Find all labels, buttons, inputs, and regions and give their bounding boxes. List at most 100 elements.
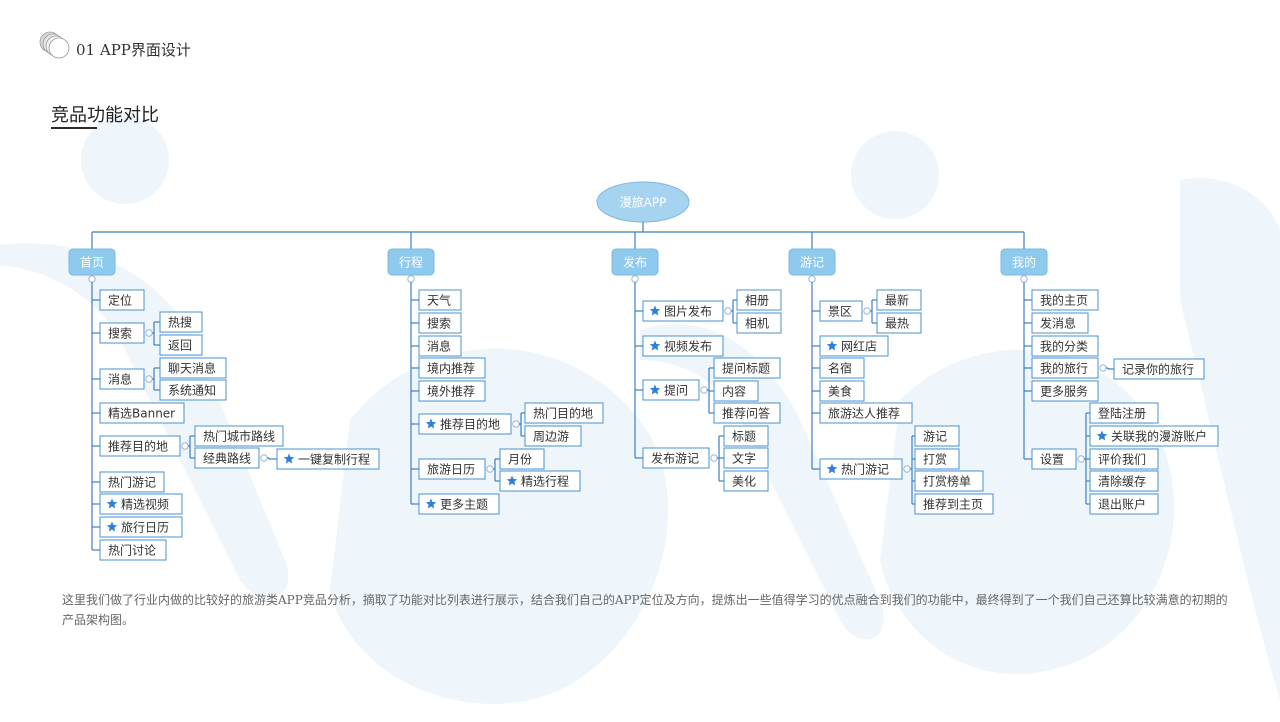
collapse-toggle[interactable] [88,275,96,283]
root-node[interactable]: 漫旅APP [596,181,690,223]
node-box [914,493,994,515]
mindmap-node[interactable]: 推荐到主页 [914,493,994,515]
node-box [713,402,781,424]
category-node[interactable]: 首页 [68,248,116,276]
mindmap-node[interactable]: 搜索 [99,322,145,344]
mindmap-node[interactable]: 精选行程 [499,470,581,492]
mindmap-node[interactable]: 热门游记 [99,471,165,493]
mindmap-node[interactable]: 推荐问答 [713,402,781,424]
mindmap-node[interactable]: 境内推荐 [418,357,486,379]
mindmap-node[interactable]: 相册 [736,289,782,311]
mindmap-node[interactable]: 发消息 [1031,312,1089,334]
mindmap-node[interactable]: 图片发布 [642,300,724,322]
mindmap-node[interactable]: 旅行日历 [99,516,183,538]
node-label: 我的旅行 [1040,361,1088,376]
collapse-toggle[interactable] [260,454,268,462]
mindmap-node[interactable]: 美化 [723,470,769,492]
mindmap-node[interactable]: 一键复制行程 [276,448,380,470]
mindmap-node[interactable]: 记录你的旅行 [1113,358,1205,380]
mindmap-node[interactable]: 景区 [819,300,863,322]
mindmap-node[interactable]: 提问标题 [713,357,781,379]
mindmap-node[interactable]: 视频发布 [642,335,724,357]
collapse-toggle[interactable] [1020,275,1028,283]
mindmap-node[interactable]: 月份 [499,448,545,470]
category-node[interactable]: 行程 [387,248,435,276]
collapse-toggle[interactable] [863,307,871,315]
mindmap-node[interactable]: 热门游记 [819,458,903,480]
mindmap-node[interactable]: 我的主页 [1031,289,1099,311]
mindmap-node[interactable]: 热门讨论 [99,539,167,561]
mindmap-node[interactable]: 精选视频 [99,493,183,515]
star-icon [826,340,838,351]
mindmap-node[interactable]: 评价我们 [1089,448,1159,470]
mindmap-node[interactable]: 打赏榜单 [914,470,984,492]
mindmap-node[interactable]: 更多服务 [1031,380,1099,402]
mindmap-node[interactable]: 我的分类 [1031,335,1099,357]
mindmap-node[interactable]: 推荐目的地 [418,413,512,435]
collapse-toggle[interactable] [181,442,189,450]
node-box [736,289,782,311]
collapse-toggle[interactable] [724,307,732,315]
mindmap-node[interactable]: 游记 [914,425,960,447]
mindmap-node[interactable]: 相机 [736,312,782,334]
mindmap-node[interactable]: 更多主题 [418,493,500,515]
mindmap-node[interactable]: 经典路线 [194,447,260,469]
mindmap-node[interactable]: 周边游 [524,425,582,447]
mindmap-node[interactable]: 境外推荐 [418,380,486,402]
mindmap-node[interactable]: 标题 [723,425,769,447]
mindmap-node[interactable]: 热搜 [159,311,203,333]
mindmap-node[interactable]: 最新 [876,289,922,311]
collapse-toggle[interactable] [1077,455,1085,463]
mindmap-node[interactable]: 发布游记 [642,447,710,469]
collapse-toggle[interactable] [631,275,639,283]
mindmap-node[interactable]: 退出账户 [1089,493,1159,515]
mindmap-node[interactable]: 推荐目的地 [99,435,181,457]
collapse-toggle[interactable] [903,465,911,473]
collapse-toggle[interactable] [407,275,415,283]
mindmap-node[interactable]: 打赏 [914,448,960,470]
collapse-toggle[interactable] [486,465,494,473]
node-box [819,300,863,322]
mindmap-node[interactable]: 网红店 [819,335,889,357]
collapse-toggle[interactable] [512,420,520,428]
mindmap-node[interactable]: 设置 [1031,448,1077,470]
mindmap-node[interactable]: 我的旅行 [1031,357,1099,379]
node-label: 提问标题 [722,361,770,376]
mindmap-node[interactable]: 定位 [99,289,145,311]
mindmap-node[interactable]: 最热 [876,312,922,334]
collapse-toggle[interactable] [1099,364,1107,372]
category-node[interactable]: 发布 [611,248,659,276]
collapse-toggle[interactable] [700,386,708,394]
collapse-toggle[interactable] [145,375,153,383]
mindmap-node[interactable]: 清除缓存 [1089,470,1159,492]
mindmap-node[interactable]: 聊天消息 [159,357,227,379]
node-box [418,289,462,311]
mindmap-node[interactable]: 旅游达人推荐 [819,402,913,424]
collapse-toggle[interactable] [808,275,816,283]
mindmap-node[interactable]: 消息 [99,368,145,390]
node-label: 经典路线 [203,451,251,466]
mindmap-node[interactable]: 返回 [159,334,203,356]
node-box [642,379,700,401]
mindmap-node[interactable]: 热门城市路线 [194,425,284,447]
mindmap-node[interactable]: 提问 [642,379,700,401]
mindmap-node[interactable]: 精选Banner [99,402,185,424]
mindmap-node[interactable]: 关联我的漫游账户 [1089,425,1219,447]
mindmap-node[interactable]: 热门目的地 [524,402,604,424]
mindmap-node[interactable]: 搜索 [418,312,462,334]
mindmap-node[interactable]: 旅游日历 [418,458,486,480]
mindmap-node[interactable]: 内容 [713,380,759,402]
mindmap-node[interactable]: 美食 [819,380,865,402]
mindmap-node[interactable]: 名宿 [819,357,865,379]
category-node[interactable]: 游记 [788,248,836,276]
mindmap-node[interactable]: 系统通知 [159,379,227,401]
mindmap-node[interactable]: 消息 [418,335,462,357]
category-node[interactable]: 我的 [1000,248,1048,276]
node-label: 境外推荐 [427,384,475,399]
node-box [194,425,284,447]
mindmap-node[interactable]: 登陆注册 [1089,402,1159,424]
mindmap-node[interactable]: 文字 [723,447,769,469]
collapse-toggle[interactable] [710,454,718,462]
mindmap-node[interactable]: 天气 [418,289,462,311]
collapse-toggle[interactable] [145,329,153,337]
